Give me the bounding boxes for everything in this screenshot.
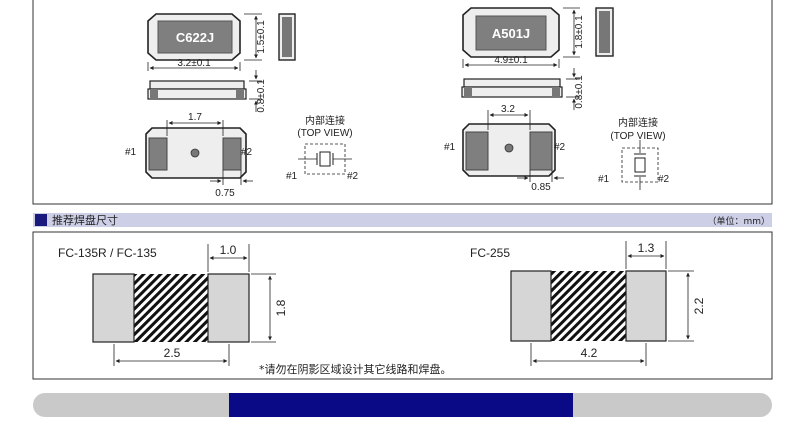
left-conn-pin2: #2 [347, 171, 359, 182]
pads-right-dim-width: 1.3 [638, 241, 655, 255]
left-dim-height: 0.8±0.1 [256, 79, 267, 113]
left-pin1-label: #1 [125, 147, 137, 158]
left-crystal-symbol [319, 151, 331, 167]
right-front-view [463, 78, 561, 88]
pads-left-pad-1 [92, 273, 135, 343]
right-package-lid [475, 15, 547, 51]
left-front-view [149, 80, 245, 90]
left-conn-title: 内部连接 [305, 114, 345, 127]
footer-accent [229, 393, 573, 417]
right-conn-view: (TOP VIEW) [610, 131, 665, 142]
pads-right-dim-span: 4.2 [581, 346, 598, 360]
section-band-marker [35, 214, 47, 226]
left-dim-length: 3.2±0.1 [177, 58, 211, 69]
land-pattern-right: FC-255 1.3 2.2 4.2 [470, 241, 706, 366]
right-conn-pin2: #2 [658, 174, 670, 185]
right-dim-pad-width: 0.85 [531, 182, 551, 193]
left-dim-pad-width: 0.75 [215, 188, 235, 199]
right-conn-pin1: #1 [598, 174, 610, 185]
section-unit: （单位：mm） [707, 215, 770, 227]
right-part-drawing: A501J 1.8±0.1 4.9±0.1 0.8±0.1 #1 #2 3.2 [444, 7, 670, 193]
right-dim-length: 4.9±0.1 [494, 55, 528, 66]
pads-left-dim-height: 1.8 [274, 299, 288, 316]
design-note: *请勿在阴影区域设计其它线路和焊盘。 [259, 362, 452, 376]
left-marking: C622J [176, 30, 214, 45]
right-marking: A501J [492, 26, 530, 41]
land-pattern-left: FC-135R / FC-135 1.0 1.8 2.5 [58, 243, 288, 366]
pads-right-label: FC-255 [470, 246, 510, 260]
left-pad-2 [222, 137, 242, 171]
left-pin2-label: #2 [241, 147, 253, 158]
left-package-lid [157, 20, 233, 54]
right-crystal-symbol [634, 157, 646, 173]
right-dim-height: 0.8±0.1 [574, 75, 585, 109]
pads-left-pad-2 [207, 273, 250, 343]
left-conn-pin1: #1 [286, 171, 298, 182]
right-pad-1 [465, 131, 489, 171]
pads-left-dim-span: 2.5 [164, 346, 181, 360]
left-pad-1 [148, 137, 168, 171]
left-part-drawing: C622J 1.5±0.1 3.2±0.1 0.8±0.1 #1 #2 [125, 13, 359, 199]
pads-right-pad-1 [510, 270, 552, 342]
pads-left-label: FC-135R / FC-135 [58, 246, 157, 260]
right-pin2-label: #2 [554, 142, 566, 153]
right-pad-2 [529, 131, 553, 171]
section-title: 推荐焊盘尺寸 [52, 213, 118, 227]
left-dim-width: 1.5±0.1 [256, 20, 267, 54]
pads-left-dim-width: 1.0 [220, 243, 237, 257]
pads-right-dim-height: 2.2 [692, 297, 706, 314]
right-dim-width: 1.8±0.1 [574, 15, 585, 49]
left-dim-pad-spacing: 1.7 [188, 112, 202, 123]
right-conn-title: 内部连接 [618, 116, 658, 129]
pads-right-keepout-hatch [551, 271, 626, 341]
pads-right-pad-2 [625, 270, 667, 342]
pads-left-keepout-hatch [134, 274, 208, 342]
right-pin1-label: #1 [444, 142, 456, 153]
right-dim-pad-spacing: 3.2 [501, 104, 515, 115]
left-conn-view: (TOP VIEW) [297, 128, 352, 139]
section-band [33, 213, 772, 227]
